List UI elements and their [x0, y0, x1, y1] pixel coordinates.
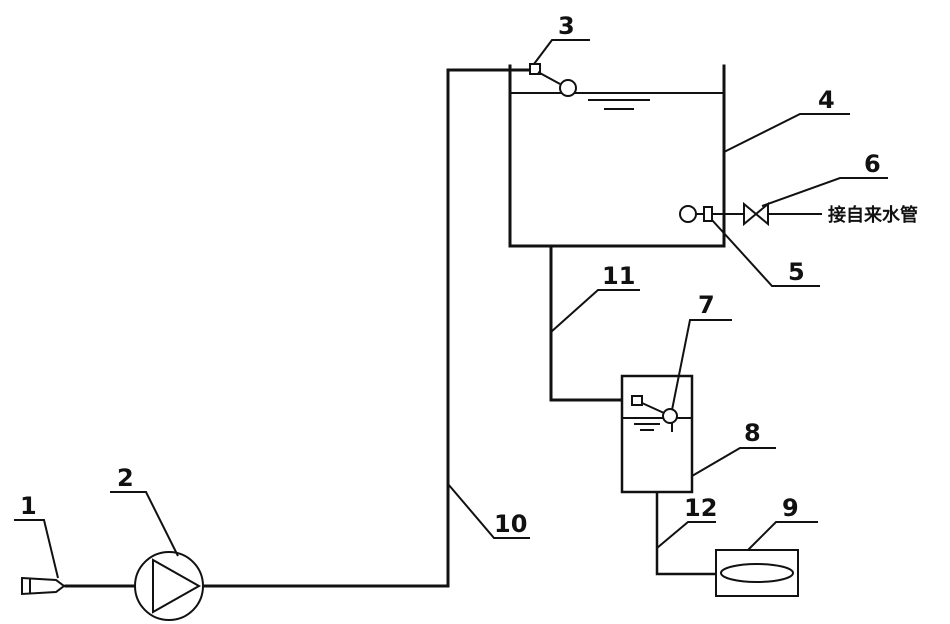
callout-8: 8 [744, 419, 761, 447]
leader-lines [14, 39, 888, 579]
callout-12: 12 [684, 494, 717, 522]
float-valve-5 [679, 205, 713, 223]
callout-1: 1 [20, 492, 37, 520]
float-valve-3 [529, 63, 577, 97]
callout-6: 6 [864, 150, 881, 178]
tank-4-water-level [510, 92, 724, 110]
pump-2 [134, 551, 204, 621]
tap-water-label: 接自来水管 [828, 204, 918, 226]
pipe-12 [655, 492, 716, 576]
nozzle-1 [21, 576, 66, 596]
callout-11: 11 [602, 262, 635, 290]
callout-10: 10 [494, 510, 527, 538]
valve-6 [743, 201, 769, 227]
float-valve-7 [631, 395, 678, 432]
tank-4 [508, 64, 726, 248]
device-9 [715, 549, 799, 597]
callout-9: 9 [782, 494, 799, 522]
pipe-10 [64, 68, 534, 588]
pipe-11 [549, 244, 638, 402]
tank-8 [620, 374, 694, 494]
callout-4: 4 [818, 86, 835, 114]
callout-7: 7 [698, 291, 715, 319]
callout-3: 3 [558, 12, 575, 40]
callout-2: 2 [117, 464, 134, 492]
callout-5: 5 [788, 258, 805, 286]
tank-8-water-level [622, 417, 692, 431]
